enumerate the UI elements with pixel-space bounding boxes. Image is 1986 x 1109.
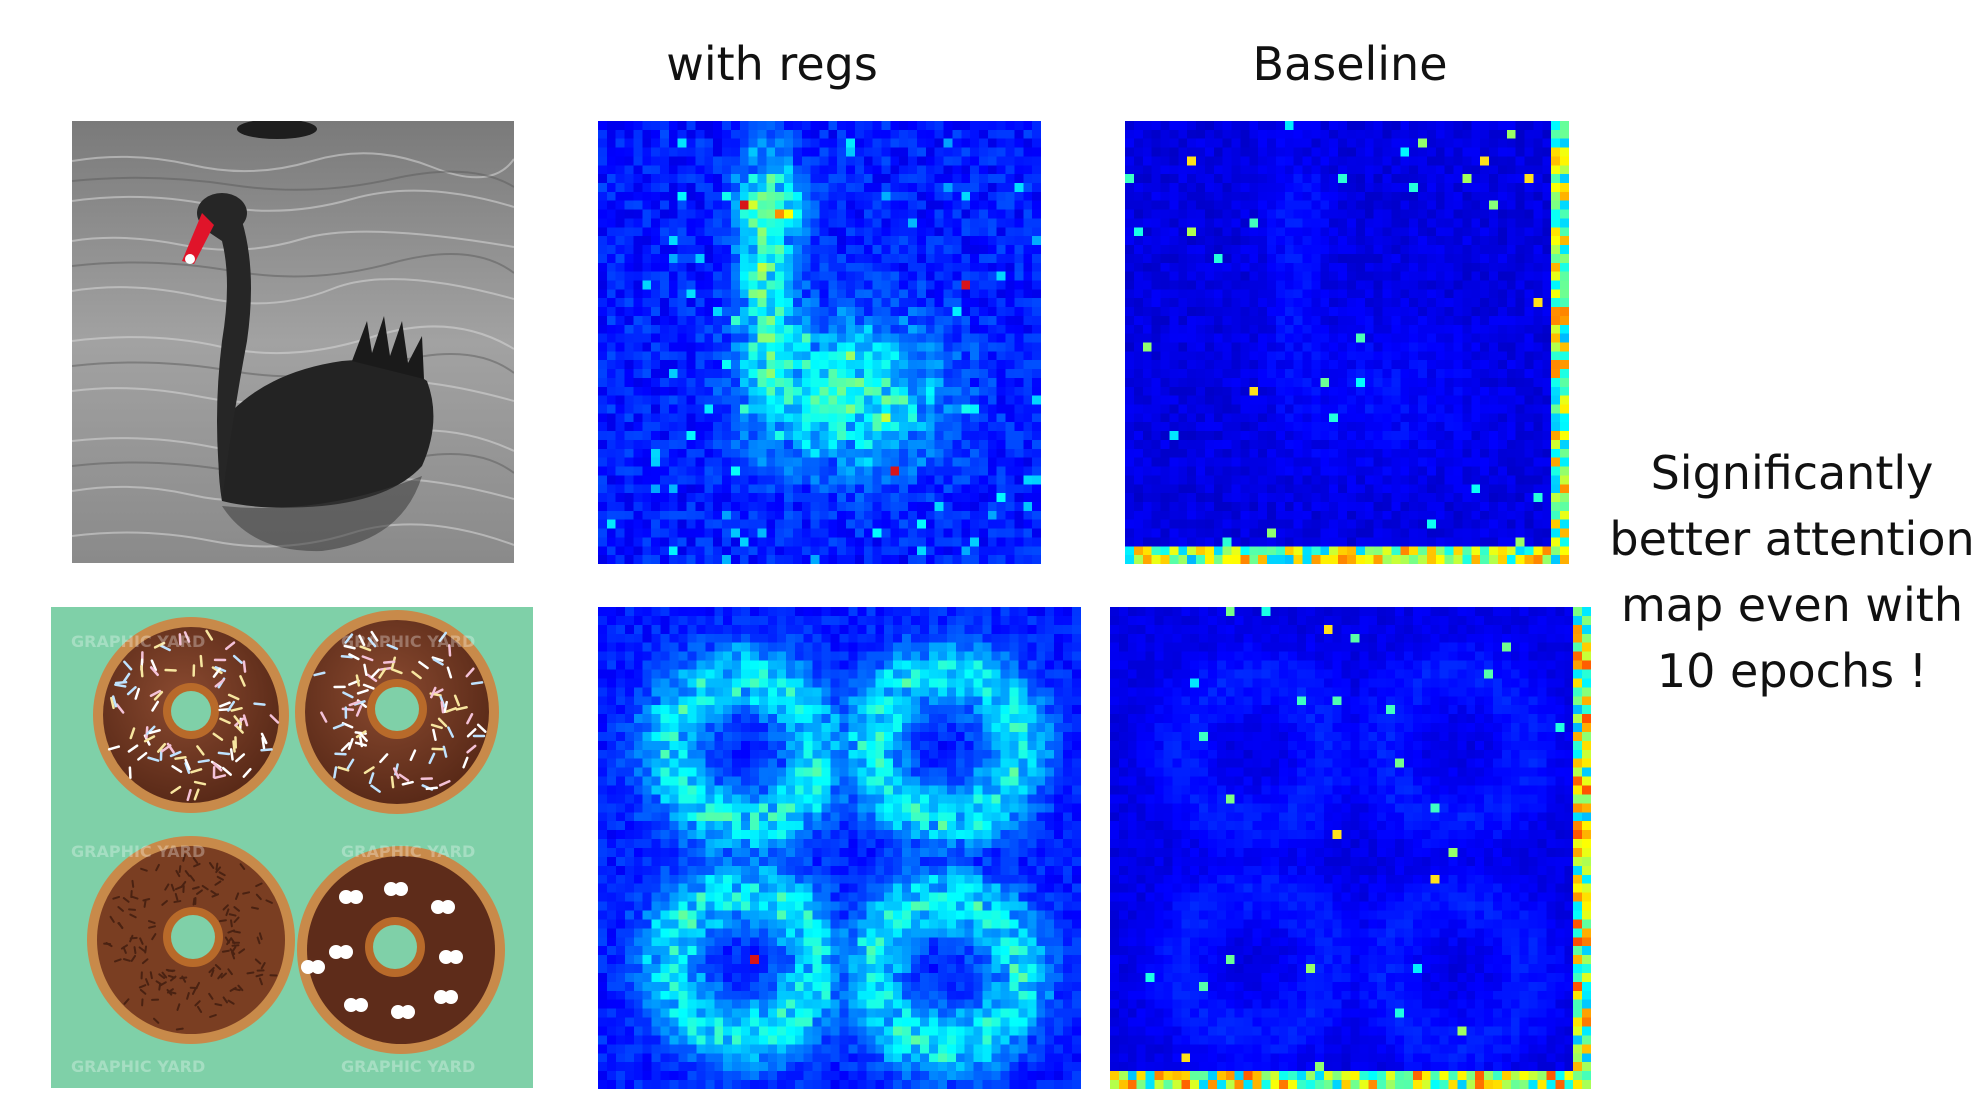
- watermark-group: GRAPHIC YARD GRAPHIC YARD GRAPHIC YARD G…: [71, 632, 475, 1076]
- attention-map-baseline-donuts: [1110, 607, 1591, 1089]
- attention-map-baseline-swan: [1125, 121, 1569, 564]
- attention-map-with-regs-donuts: [598, 607, 1081, 1089]
- donuts-photo-svg: GRAPHIC YARD GRAPHIC YARD GRAPHIC YARD G…: [51, 607, 533, 1088]
- attention-map-baseline-donuts-svg: [1110, 607, 1591, 1089]
- caption: Significantly better attention map even …: [1602, 440, 1982, 704]
- column-label-with-regs: with regs: [666, 37, 878, 91]
- attention-map-with-regs-swan: [598, 121, 1041, 564]
- watermark-text-6: GRAPHIC YARD: [341, 1057, 475, 1076]
- watermark-text-2: GRAPHIC YARD: [341, 632, 475, 651]
- swan-photo-svg: [72, 121, 514, 563]
- caption-line-1: Significantly: [1650, 446, 1934, 500]
- caption-line-2: better attention: [1609, 512, 1975, 566]
- donuts-photo: GRAPHIC YARD GRAPHIC YARD GRAPHIC YARD G…: [51, 607, 533, 1088]
- caption-line-3: map even with: [1620, 578, 1963, 632]
- watermark-text-4: GRAPHIC YARD: [341, 842, 475, 861]
- watermark-text-5: GRAPHIC YARD: [71, 1057, 205, 1076]
- attention-map-baseline-swan-svg: [1125, 121, 1569, 564]
- swan-photo: [72, 121, 514, 563]
- attention-map-with-regs-swan-svg: [598, 121, 1041, 564]
- watermark-text-3: GRAPHIC YARD: [71, 842, 205, 861]
- attention-map-with-regs-donuts-svg: [598, 607, 1081, 1089]
- caption-line-4: 10 epochs !: [1656, 644, 1928, 698]
- column-label-baseline: Baseline: [1252, 37, 1448, 91]
- watermark-text-1: GRAPHIC YARD: [71, 632, 205, 651]
